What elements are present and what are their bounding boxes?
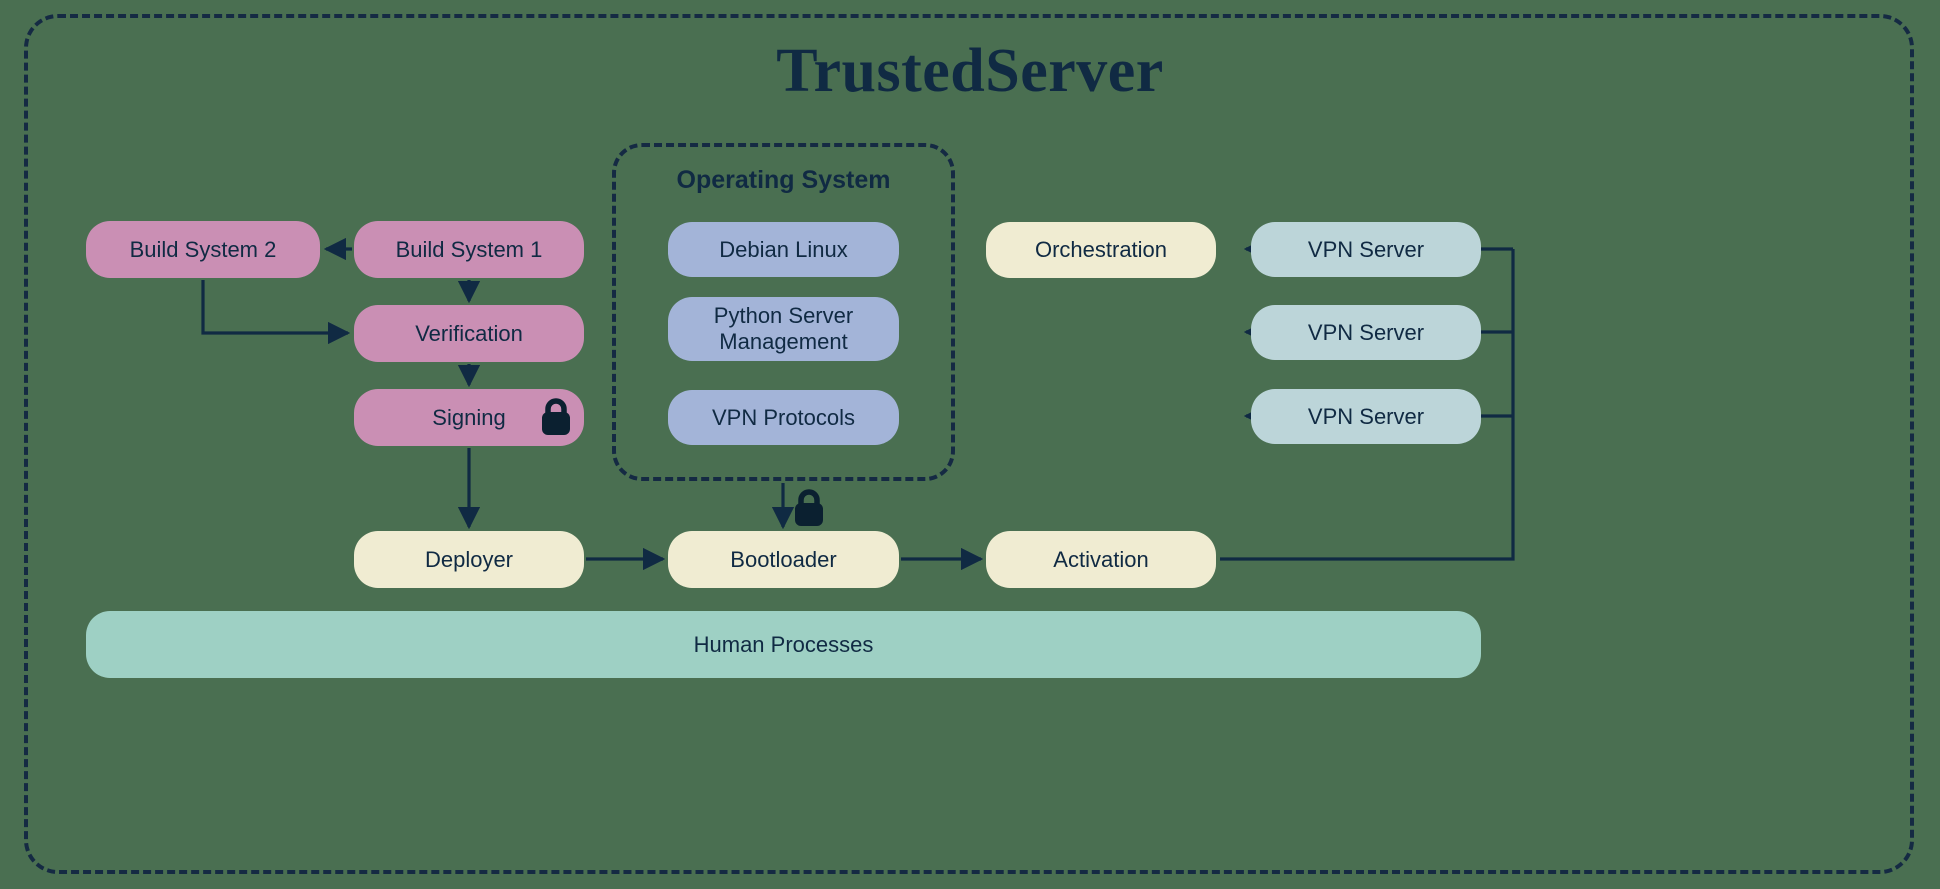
node-python-server-management-label: Python Server Management — [714, 303, 853, 354]
node-vpn-server-1-label: VPN Server — [1307, 236, 1425, 262]
node-activation-label: Activation — [1053, 546, 1149, 572]
node-build-system-2[interactable]: Build System 2 — [86, 221, 320, 278]
node-build-system-2-label: Build System 2 — [129, 236, 277, 262]
node-vpn-server-3[interactable]: VPN Server — [1251, 389, 1481, 444]
node-human-processes-label: Human Processes — [693, 631, 874, 657]
node-vpn-server-2[interactable]: VPN Server — [1251, 305, 1481, 360]
diagram-title: TrustedServer — [776, 37, 1164, 105]
operating-system-title: Operating System — [676, 166, 891, 194]
operating-system-boundary — [612, 143, 955, 481]
node-deployer[interactable]: Deployer — [354, 531, 584, 588]
node-orchestration-label: Orchestration — [1034, 237, 1168, 263]
node-activation[interactable]: Activation — [986, 531, 1216, 588]
node-vpn-protocols-label: VPN Protocols — [711, 404, 856, 430]
node-deployer-label: Deployer — [424, 546, 514, 572]
node-debian-linux-label: Debian Linux — [719, 236, 848, 262]
node-debian-linux[interactable]: Debian Linux — [668, 222, 899, 277]
node-signing[interactable]: Signing — [354, 389, 584, 446]
node-python-line1: Python Server — [713, 303, 854, 329]
lock-icon — [790, 487, 828, 529]
node-vpn-protocols[interactable]: VPN Protocols — [668, 390, 899, 445]
node-signing-label: Signing — [432, 404, 506, 430]
node-python-line2: Management — [719, 329, 848, 354]
lock-icon — [537, 396, 575, 438]
node-vpn-server-2-label: VPN Server — [1307, 319, 1425, 345]
node-build-system-1-label: Build System 1 — [395, 236, 543, 262]
node-vpn-server-3-label: VPN Server — [1307, 403, 1425, 429]
trusted-server-boundary — [24, 14, 1914, 874]
node-vpn-server-1[interactable]: VPN Server — [1251, 222, 1481, 277]
node-bootloader[interactable]: Bootloader — [668, 531, 899, 588]
node-bootloader-label: Bootloader — [730, 546, 837, 572]
node-verification[interactable]: Verification — [354, 305, 584, 362]
node-build-system-1[interactable]: Build System 1 — [354, 221, 584, 278]
node-verification-label: Verification — [415, 320, 523, 346]
node-human-processes[interactable]: Human Processes — [86, 611, 1481, 678]
node-python-server-management[interactable]: Python Server Management — [668, 297, 899, 361]
node-orchestration[interactable]: Orchestration — [986, 222, 1216, 278]
